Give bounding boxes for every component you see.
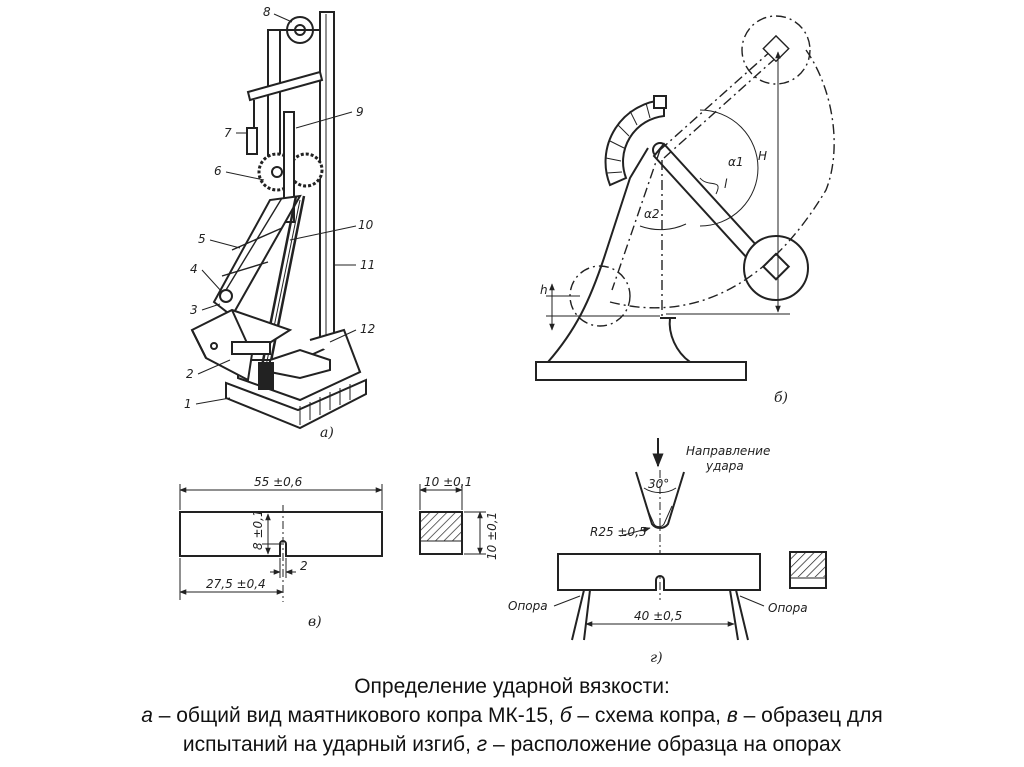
panel-b-labels: α1 α2 H h l б) xyxy=(540,149,788,406)
specimen-holder xyxy=(231,341,271,355)
figure-caption: Определение ударной вязкости: а – общий … xyxy=(0,672,1024,759)
hammer-raised xyxy=(741,15,811,85)
caption-key-g: г xyxy=(476,733,488,756)
callout-10: 10 xyxy=(358,218,374,232)
panel-b-label: б) xyxy=(774,390,788,406)
support-left-label: Опора xyxy=(508,599,548,613)
panel-b-scheme xyxy=(535,15,835,381)
big-h-label: H xyxy=(758,149,767,163)
top-lever xyxy=(246,70,324,102)
small-h-label: h xyxy=(540,283,548,297)
caption-text-line3: испытаний на ударный изгиб, xyxy=(182,733,477,756)
base-plate xyxy=(225,378,367,430)
caption-text-g: – расположение образца на опорах xyxy=(487,733,842,756)
scheme-base xyxy=(535,361,747,381)
specimen-bar xyxy=(179,511,383,557)
scheme-frame xyxy=(547,147,649,363)
panel-a-labels: 8 7 6 9 5 4 3 10 11 12 2 1 а) xyxy=(184,5,375,441)
callout-8: 8 xyxy=(263,5,271,19)
support-right xyxy=(729,589,749,641)
panel-v-specimen xyxy=(179,484,486,602)
base-shading xyxy=(299,384,351,425)
dim-notch-width: 2 xyxy=(300,559,308,573)
callout-9: 9 xyxy=(356,105,364,119)
panel-v-labels: 55 ±0,6 8 ±0,1 27,5 ±0,4 2 10 ±0,1 10 ±0… xyxy=(206,475,499,630)
caption-text-b: – схема копра, xyxy=(571,704,727,727)
callout-12: 12 xyxy=(360,322,375,336)
pendulum-frame xyxy=(212,194,302,318)
caption-line-3: испытаний на ударный изгиб, г – располож… xyxy=(0,730,1024,759)
caption-text-a: – общий вид маятникового копра МК-15, xyxy=(152,704,560,727)
panel-g-labels: Направление удара 30° R25 ±0,5 Опора Опо… xyxy=(508,444,808,666)
alpha2-label: α2 xyxy=(644,207,660,221)
callout-3: 3 xyxy=(190,303,198,317)
striker-angle: 30° xyxy=(648,477,669,491)
callout-7: 7 xyxy=(224,126,232,140)
caption-text-v: – образец для xyxy=(737,704,883,727)
guide-rod xyxy=(283,111,295,223)
dim-width: 10 ±0,1 xyxy=(424,475,472,489)
caption-key-v: в xyxy=(726,704,738,727)
callout-11: 11 xyxy=(360,258,375,272)
callout-4: 4 xyxy=(190,262,198,276)
striker-radius: R25 ±0,5 xyxy=(590,525,647,539)
caption-line-2: а – общий вид маятникового копра МК-15, … xyxy=(0,701,1024,730)
callout-1: 1 xyxy=(184,397,192,411)
dim-notch-depth: 8 ±0,1 xyxy=(251,509,265,550)
dim-notch-pos: 27,5 ±0,4 xyxy=(206,577,266,591)
caption-key-b: б xyxy=(559,704,572,727)
dim-height: 10 ±0,1 xyxy=(485,512,499,560)
specimen-on-supports xyxy=(557,553,761,591)
dim-length: 55 ±0,6 xyxy=(254,475,303,489)
panel-a-label: а) xyxy=(320,425,334,441)
gear-right xyxy=(288,152,324,188)
callout-5: 5 xyxy=(198,232,206,246)
panel-g-label: г) xyxy=(650,650,663,666)
column-right xyxy=(319,11,335,343)
caption-title: Определение ударной вязкости: xyxy=(354,675,670,698)
panel-a-callouts xyxy=(195,13,357,405)
support-left xyxy=(571,589,591,641)
callout-6: 6 xyxy=(214,164,222,178)
panel-g-supports xyxy=(553,438,827,641)
panel-a-machine xyxy=(190,11,367,430)
impact-direction-2: удара xyxy=(705,459,744,473)
caption-key-a: а xyxy=(141,704,153,727)
counterweight xyxy=(246,127,258,155)
span-dim: 40 ±0,5 xyxy=(634,609,682,623)
support-right-label: Опора xyxy=(768,601,808,615)
panel-v-label: в) xyxy=(308,614,322,630)
l-label: l xyxy=(724,177,728,191)
callout-2: 2 xyxy=(186,367,194,381)
impact-direction-1: Направление xyxy=(686,444,770,458)
striker xyxy=(635,471,685,529)
alpha1-label: α1 xyxy=(728,155,744,169)
